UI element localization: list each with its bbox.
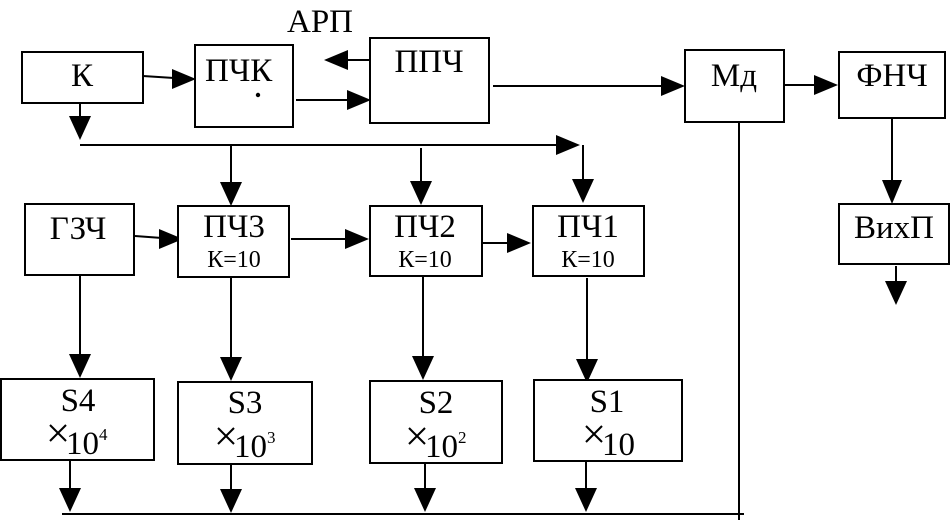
block-gzch: ГЗЧ (24, 203, 135, 276)
arrow-k-to-pchk (172, 69, 196, 89)
block-pch1-gain: К=10 (561, 247, 615, 273)
arrow-bus-top (556, 135, 580, 155)
block-pch1-label: ПЧ1 (557, 209, 619, 245)
arrow-pch1-to-s1 (576, 359, 598, 383)
arrow-vykhp-out (885, 281, 907, 305)
block-s3: S3 103 (177, 381, 313, 465)
arrow-arp (324, 50, 348, 70)
block-pchk-label: ПЧК (205, 53, 273, 89)
block-s3-label: S3 (228, 385, 263, 421)
block-s2-factor: 102 (425, 428, 467, 465)
arrow-s1-out (575, 488, 597, 512)
block-pch2: ПЧ2 К=10 (369, 205, 483, 277)
block-pch2-label: ПЧ2 (394, 209, 456, 245)
arrow-s3-out (220, 489, 242, 513)
block-pch1: ПЧ1 К=10 (532, 205, 645, 277)
s4-multiply-sign (49, 424, 67, 442)
arrow-pch2-to-s2 (412, 356, 434, 380)
pchk-dot-mark (255, 92, 261, 98)
arrow-s2-out (414, 488, 436, 512)
block-fnch: ФНЧ (838, 51, 946, 119)
block-s4-factor: 104 (66, 425, 108, 462)
block-pch2-gain: К=10 (398, 247, 452, 273)
block-vykhp-label: ВихП (854, 210, 934, 246)
wire-gzch-to-pch3 (134, 235, 163, 239)
block-md: Мд (684, 49, 785, 123)
block-s3-factor: 103 (234, 428, 276, 465)
block-s4: S4 104 (0, 378, 155, 462)
block-gzch-label: ГЗЧ (50, 211, 107, 247)
arrow-pchk-to-ppch (347, 90, 371, 110)
arrow-pch3-to-s3 (220, 357, 242, 381)
block-k: К (21, 51, 144, 104)
arrow-s4-out (59, 488, 81, 512)
block-fnch-label: ФНЧ (856, 58, 927, 94)
block-md-label: Мд (711, 58, 757, 94)
s1-multiply-sign (585, 425, 603, 443)
block-k-label: К (71, 58, 94, 94)
arrow-gzch-to-s4 (69, 354, 91, 378)
block-s2-label: S2 (419, 385, 454, 421)
block-pchk: ПЧК (194, 44, 294, 128)
arp-label: АРП (287, 4, 353, 40)
block-ppch: ППЧ (369, 37, 490, 124)
block-s1-factor: 10 (602, 427, 635, 463)
block-pch3-label: ПЧ3 (203, 209, 265, 245)
s2-multiply-sign (408, 427, 426, 445)
block-s1: S1 10 (533, 379, 683, 463)
arrow-bus-to-pch3 (220, 182, 242, 206)
block-pch3: ПЧ3 К=10 (177, 205, 290, 278)
block-pch3-gain: К=10 (207, 247, 261, 273)
arrow-bus-to-pch2 (410, 181, 432, 205)
connections (59, 50, 907, 520)
block-vykhp: ВихП (838, 203, 950, 265)
arrow-pch3-to-pch2 (345, 229, 369, 249)
block-s2: S2 102 (369, 380, 503, 465)
arrow-pch2-to-pch1 (507, 233, 531, 253)
wire-k-to-pchk (142, 75, 175, 79)
arrow-fnch-to-vykhp (882, 180, 902, 204)
arrow-bus-to-pch1 (572, 179, 594, 203)
arrow-md-to-fnch (814, 75, 838, 95)
block-s4-label: S4 (61, 383, 96, 419)
block-ppch-label: ППЧ (394, 44, 463, 80)
arrow-ppch-to-md (661, 76, 685, 96)
arrow-gzch-to-pch3 (159, 229, 183, 249)
block-s1-label: S1 (590, 384, 625, 420)
s3-multiply-sign (217, 427, 235, 445)
arrow-k-down (69, 116, 91, 140)
